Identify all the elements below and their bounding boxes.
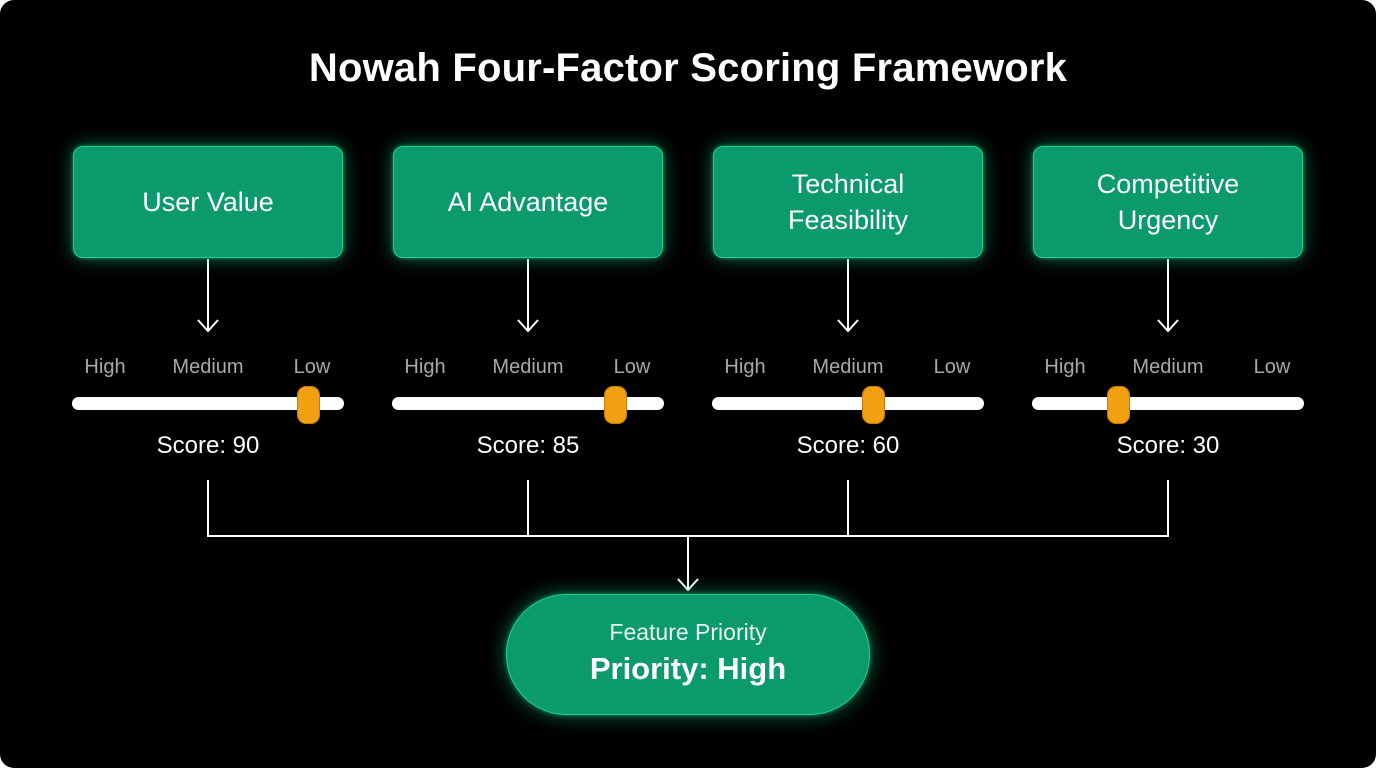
scale-label-medium: Medium bbox=[812, 356, 884, 378]
score-text-user-value: Score: 90 bbox=[156, 432, 260, 459]
scale-label-medium: Medium bbox=[492, 356, 564, 378]
factor-label: Technical Feasibility bbox=[787, 169, 909, 235]
score-slider-technical-feasibility[interactable]: High Medium Low bbox=[712, 352, 984, 442]
arrowhead-user-value bbox=[197, 319, 219, 333]
scale-label-medium: Medium bbox=[172, 356, 244, 378]
factor-box-ai-advantage: AI Advantage bbox=[393, 146, 663, 258]
result-subtitle: Feature Priority bbox=[609, 619, 767, 645]
factor-label: AI Advantage bbox=[447, 187, 609, 217]
score-text-ai-advantage: Score: 85 bbox=[476, 432, 580, 459]
scale-label-high: High bbox=[404, 356, 446, 378]
score-slider-ai-advantage[interactable]: High Medium Low bbox=[392, 352, 664, 442]
slider-track[interactable] bbox=[72, 397, 344, 410]
factor-box-competitive-urgency: Competitive Urgency bbox=[1033, 146, 1303, 258]
slider-track[interactable] bbox=[392, 397, 664, 410]
page-title: Nowah Four-Factor Scoring Framework bbox=[308, 46, 1068, 90]
factor-label: User Value bbox=[142, 187, 274, 217]
score-text-technical-feasibility: Score: 60 bbox=[796, 432, 900, 459]
scale-label-high: High bbox=[724, 356, 766, 378]
result-value: Priority: High bbox=[589, 651, 787, 686]
scale-label-high: High bbox=[1044, 356, 1086, 378]
scale-label-low: Low bbox=[293, 356, 331, 378]
score-slider-user-value[interactable]: High Medium Low bbox=[72, 352, 344, 442]
score-text-competitive-urgency: Score: 30 bbox=[1116, 432, 1220, 459]
scale-label-low: Low bbox=[613, 356, 651, 378]
feature-priority-result: Feature Priority Priority: High bbox=[506, 594, 870, 715]
scale-label-low: Low bbox=[1253, 356, 1291, 378]
scale-label-high: High bbox=[84, 356, 126, 378]
factor-box-technical-feasibility: Technical Feasibility bbox=[713, 146, 983, 258]
scale-label-medium: Medium bbox=[1132, 356, 1204, 378]
factor-label: Competitive Urgency bbox=[1096, 169, 1240, 235]
factor-box-user-value: User Value bbox=[73, 146, 343, 258]
slider-track[interactable] bbox=[712, 397, 984, 410]
slider-track[interactable] bbox=[1032, 397, 1304, 410]
slider-thumb[interactable] bbox=[1106, 386, 1130, 424]
arrowhead-technical-feasibility bbox=[837, 319, 859, 333]
arrowhead-competitive-urgency bbox=[1157, 319, 1179, 333]
score-slider-competitive-urgency[interactable]: High Medium Low bbox=[1032, 352, 1304, 442]
slider-thumb[interactable] bbox=[296, 386, 320, 424]
arrowhead-ai-advantage bbox=[517, 319, 539, 333]
result-arrowhead bbox=[677, 578, 699, 592]
slider-thumb[interactable] bbox=[604, 386, 627, 424]
slider-thumb[interactable] bbox=[861, 386, 885, 424]
scale-label-low: Low bbox=[933, 356, 971, 378]
